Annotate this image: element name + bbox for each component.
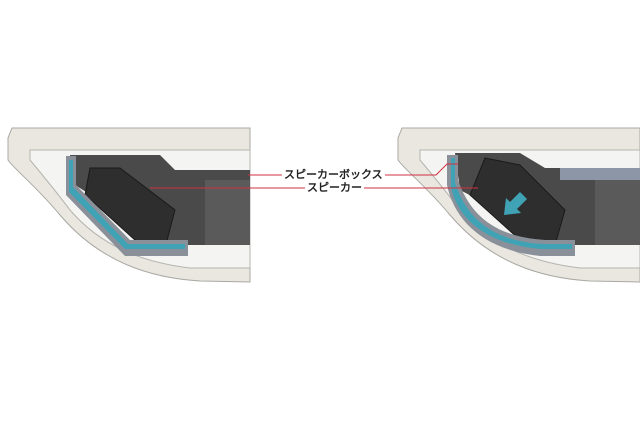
right-box-right-block [595, 180, 640, 245]
leader-lines [150, 163, 478, 189]
right-box-panel [560, 168, 640, 180]
left-cross-section [7, 127, 251, 283]
right-gasket-frame [447, 155, 575, 256]
leader-box-right [383, 163, 458, 176]
left-box-right-block [205, 180, 250, 245]
downward-arrow-icon [504, 192, 527, 215]
label-speaker: スピーカー [305, 181, 364, 194]
right-cross-section [397, 127, 640, 283]
right-gasket [451, 158, 572, 249]
label-speaker-box: スピーカーボックス [282, 168, 385, 181]
